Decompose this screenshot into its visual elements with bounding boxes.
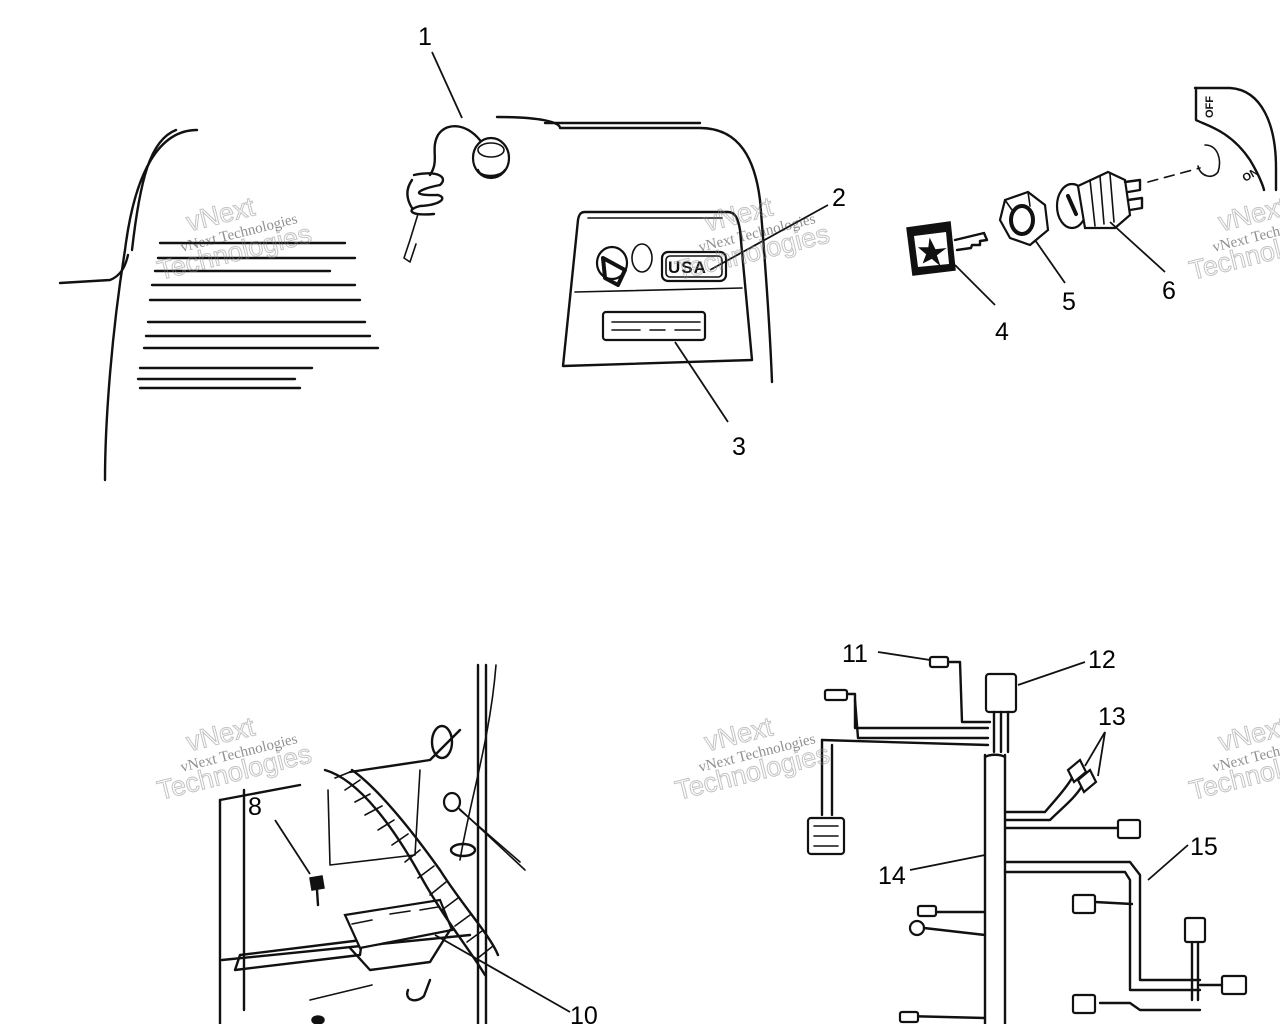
callout-11: 11: [842, 640, 868, 668]
watermark-3: vNext vNext Technologies Technologies: [1186, 191, 1280, 286]
dash-panel: USA: [561, 210, 754, 368]
callout-5: 5: [1062, 288, 1076, 316]
watermark-2: vNext vNext Technologies Technologies: [672, 191, 833, 286]
callout-labels: 1 2 3 4 5 6 8 10 11 12 13 14 15: [248, 23, 1218, 1024]
watermark-4: vNext vNext Technologies Technologies: [154, 711, 315, 806]
hex-nut: [998, 190, 1050, 247]
callout-4: 4: [995, 318, 1009, 346]
dial-off-label: OFF: [1204, 96, 1216, 118]
tether-cord: [403, 124, 511, 263]
callout-2: 2: [832, 184, 846, 212]
ignition-switch: [1055, 170, 1144, 230]
callout-1: 1: [418, 23, 432, 51]
wiring-harness: [806, 655, 1248, 1024]
ignition-key: [906, 221, 989, 276]
callout-15: 15: [1190, 833, 1218, 861]
callout-13: 13: [1098, 703, 1126, 731]
callout-8: 8: [248, 793, 262, 821]
callout-3: 3: [732, 433, 746, 461]
dial-on-label: ON: [1241, 166, 1261, 185]
off-on-dial: OFF ON: [1147, 86, 1278, 192]
callout-14: 14: [878, 862, 906, 890]
leader-lines: [274, 51, 1189, 1013]
watermark-6: vNext vNext Technologies Technologies: [1186, 711, 1280, 806]
bracket-assembly: [218, 663, 526, 1024]
callout-6: 6: [1162, 277, 1176, 305]
callout-10: 10: [570, 1002, 598, 1024]
watermark-5: vNext vNext Technologies Technologies: [672, 711, 833, 806]
plate-label: USA: [668, 258, 707, 277]
hood-assembly: [58, 115, 774, 482]
callout-12: 12: [1088, 646, 1116, 674]
